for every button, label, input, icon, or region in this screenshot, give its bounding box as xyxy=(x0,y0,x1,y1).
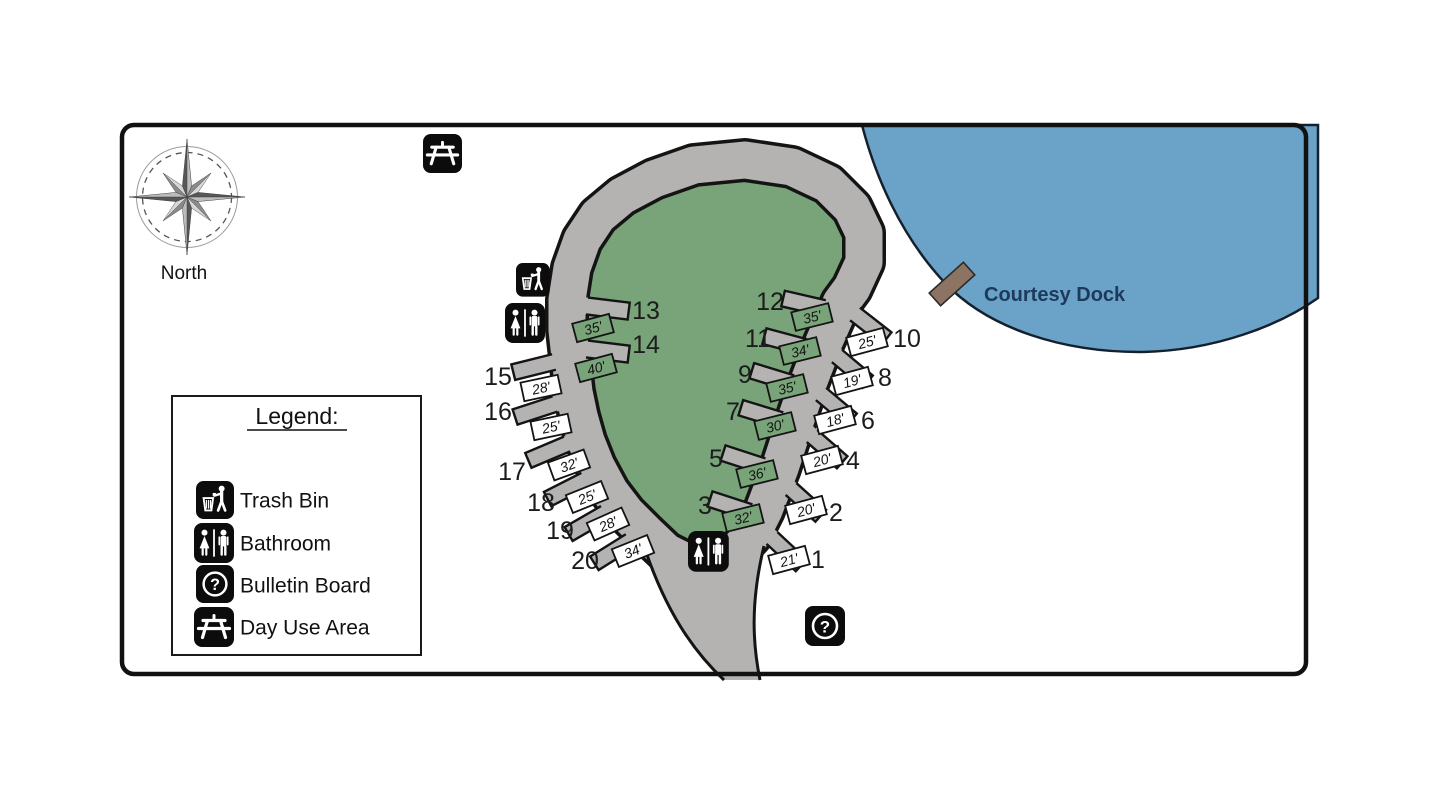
site-length-9: 35' xyxy=(776,378,799,398)
site-length-tag-17: 32' xyxy=(546,448,592,482)
campground-loop xyxy=(545,138,886,586)
site-length-2: 20' xyxy=(794,500,818,521)
infield-green xyxy=(567,160,864,564)
site-length-17: 32' xyxy=(558,454,582,476)
site-length-3: 32' xyxy=(732,508,755,528)
site-length-tag-7: 30' xyxy=(753,411,797,441)
legend-label-bathroom: Bathroom xyxy=(240,533,331,556)
map-frame xyxy=(119,122,1309,677)
legend-day-use-icon xyxy=(192,605,236,649)
site-number-16: 16 xyxy=(484,398,512,426)
loop-road xyxy=(548,141,883,583)
site-number-4: 4 xyxy=(846,447,860,475)
site-number-19: 19 xyxy=(546,517,574,545)
site-length-tags: 21' 20' 32' 20' 36' 18' 30' 19' 35' 25' … xyxy=(519,302,889,576)
site-number-3: 3 xyxy=(698,492,712,520)
bathroom-icon xyxy=(503,301,547,345)
lake xyxy=(860,123,1320,354)
site-length-tag-19: 28' xyxy=(585,506,631,542)
site-length-tag-20: 34' xyxy=(610,533,656,569)
site-number-11: 11 xyxy=(745,325,771,353)
site-length-tag-18: 25' xyxy=(564,479,610,515)
site-number-13: 13 xyxy=(632,297,660,325)
compass-rose: North xyxy=(128,138,246,284)
site-length-tag-6: 18' xyxy=(813,404,857,436)
site-number-8: 8 xyxy=(878,364,892,392)
site-length-tag-2: 20' xyxy=(784,494,828,526)
site-number-12: 12 xyxy=(756,288,784,316)
site-length-19: 28' xyxy=(595,512,620,535)
legend-bulletin-board-icon xyxy=(194,563,236,605)
legend-label-day-use-area: Day Use Area xyxy=(240,617,370,640)
site-number-1: 1 xyxy=(811,546,825,574)
site-length-tag-14: 40' xyxy=(574,352,618,384)
legend-title: Legend: xyxy=(255,403,338,429)
site-length-tag-4: 20' xyxy=(800,444,844,476)
site-length-tag-9: 35' xyxy=(765,373,809,403)
site-number-10: 10 xyxy=(893,325,921,353)
entrance-road xyxy=(644,545,766,682)
site-length-8: 19' xyxy=(841,371,864,392)
site-length-tag-10: 25' xyxy=(845,326,889,358)
site-length-13: 35' xyxy=(582,318,605,339)
site-length-11: 34' xyxy=(789,341,812,361)
site-length-5: 36' xyxy=(746,464,769,484)
site-number-2: 2 xyxy=(829,499,843,527)
site-number-17: 17 xyxy=(498,458,526,486)
site-number-5: 5 xyxy=(709,445,723,473)
site-stub-17 xyxy=(523,434,576,470)
site-length-tag-12: 35' xyxy=(790,302,834,332)
site-number-6: 6 xyxy=(861,407,875,435)
site-length-1: 21' xyxy=(777,550,801,571)
site-numbers: 1 2 3 4 5 6 7 8 9 10 11 12 13 14 15 16 1… xyxy=(484,288,921,575)
trash-icon xyxy=(514,261,552,299)
site-number-15: 15 xyxy=(484,363,512,391)
site-length-tag-16: 25' xyxy=(529,412,573,442)
legend: Legend: Trash Bin Bathroom Bulletin Boar… xyxy=(171,395,422,656)
bulletin-board-icon xyxy=(803,604,847,648)
site-length-16: 25' xyxy=(539,417,562,437)
site-length-20: 34' xyxy=(622,540,646,562)
courtesy-dock: Courtesy Dock xyxy=(928,261,1126,307)
site-length-18: 25' xyxy=(575,486,600,509)
site-number-7: 7 xyxy=(726,398,740,426)
legend-label-trash-bin: Trash Bin xyxy=(240,490,329,513)
day-use-icon xyxy=(421,132,464,175)
site-stub-16 xyxy=(511,394,564,427)
site-length-tag-15: 28' xyxy=(519,373,563,403)
site-length-4: 20' xyxy=(810,450,834,471)
legend-bathroom-icon xyxy=(192,521,236,565)
site-length-tag-8: 19' xyxy=(830,365,874,397)
site-length-tag-1: 21' xyxy=(767,544,811,576)
legend-label-bulletin-board: Bulletin Board xyxy=(240,575,371,598)
site-number-18: 18 xyxy=(527,489,555,517)
site-length-tag-13: 35' xyxy=(571,312,615,344)
site-number-14: 14 xyxy=(632,331,660,359)
site-length-tag-3: 32' xyxy=(721,503,765,533)
site-number-9: 9 xyxy=(738,361,752,389)
site-length-15: 28' xyxy=(529,378,552,398)
dock-shape xyxy=(928,261,976,307)
site-length-6: 18' xyxy=(824,410,847,431)
site-length-14: 40' xyxy=(585,358,608,379)
site-number-20: 20 xyxy=(571,547,599,575)
legend-trash-icon xyxy=(194,479,236,521)
north-label: North xyxy=(161,263,207,284)
site-length-7: 30' xyxy=(764,416,787,436)
site-length-12: 35' xyxy=(801,307,824,327)
site-length-tag-11: 34' xyxy=(778,336,822,366)
site-stub-15 xyxy=(509,352,562,382)
site-length-tag-5: 36' xyxy=(735,459,779,489)
bathroom-icon-south xyxy=(686,529,731,574)
courtesy-dock-label: Courtesy Dock xyxy=(984,284,1126,306)
site-length-10: 25' xyxy=(855,332,879,353)
